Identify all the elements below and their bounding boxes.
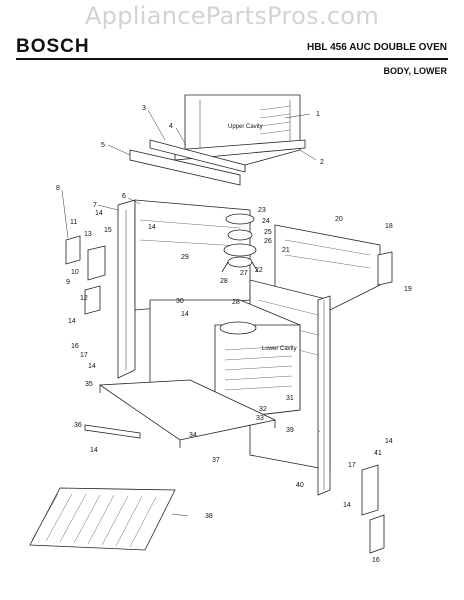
model-title: HBL 456 AUC DOUBLE OVEN	[306, 42, 447, 53]
body-side-wall	[134, 199, 251, 311]
callout-32: 32	[259, 406, 267, 413]
callout-21: 21	[282, 247, 290, 254]
callout-39: 39	[286, 427, 294, 434]
callout-1: 1	[316, 111, 320, 118]
callout-35: 35	[85, 381, 93, 388]
callout-6: 6	[122, 193, 126, 200]
callout-33: 33	[256, 415, 264, 422]
callout-13: 13	[84, 231, 92, 238]
bottom-pan	[98, 379, 277, 448]
callout-16b: 16	[372, 557, 380, 564]
callout-12: 12	[80, 295, 88, 302]
callout-27: 27	[240, 270, 248, 277]
callout-14a: 14	[95, 210, 103, 217]
callout-36: 36	[74, 422, 82, 429]
callout-2: 2	[320, 159, 324, 166]
callout-37: 37	[212, 457, 220, 464]
callout-4: 4	[169, 123, 173, 130]
callout-29: 29	[181, 254, 189, 261]
watermark: AppliancePartsPros.com	[84, 2, 380, 30]
callout-14d: 14	[181, 311, 189, 318]
callout-14e: 14	[88, 363, 96, 370]
callout-18: 18	[385, 223, 393, 230]
callout-15: 15	[104, 227, 112, 234]
callout-7: 7	[93, 202, 97, 209]
rear-wall-panel	[274, 224, 381, 311]
callout-14g: 14	[385, 438, 393, 445]
brand-logo: BOSCH	[16, 36, 90, 57]
callout-20: 20	[335, 216, 343, 223]
callout-40: 40	[296, 482, 304, 489]
callout-41: 41	[374, 450, 382, 457]
callout-34: 34	[189, 432, 197, 439]
callout-9: 9	[66, 279, 70, 286]
callout-28b: 28	[232, 299, 240, 306]
callout-14c: 14	[68, 318, 76, 325]
callout-31: 31	[286, 395, 294, 402]
section-title: BODY, LOWER	[383, 66, 447, 76]
fan-assembly	[221, 213, 259, 273]
callout-17b: 17	[348, 462, 356, 469]
callout-10: 10	[71, 269, 79, 276]
left-bracket-group	[65, 235, 106, 315]
callout-23: 23	[258, 207, 266, 214]
vent-trim-strip	[129, 139, 246, 186]
callout-labels: 1 2 3 4 5 6 7 8 9 10 11 12 13 14 14 14 1…	[56, 105, 412, 564]
callout-17a: 17	[80, 352, 88, 359]
callout-8: 8	[56, 185, 60, 192]
callout-14h: 14	[343, 502, 351, 509]
side-trim-strip	[317, 295, 331, 496]
leader-lines	[61, 109, 321, 517]
callout-19: 19	[404, 286, 412, 293]
callout-26: 26	[264, 238, 272, 245]
callout-14b: 14	[148, 224, 156, 231]
callout-11: 11	[70, 219, 77, 226]
callout-16a: 16	[71, 343, 79, 350]
callout-22: 22	[255, 267, 263, 274]
hinge-bracket	[369, 514, 385, 554]
left-side-rail	[117, 199, 136, 379]
callout-28a: 28	[220, 278, 228, 285]
callout-30: 30	[176, 298, 184, 305]
callout-14f: 14	[90, 447, 98, 454]
callout-3: 3	[142, 105, 146, 112]
callout-38: 38	[205, 513, 213, 520]
side-bracket	[361, 464, 379, 516]
header-rule	[16, 58, 448, 60]
lower-cavity-label: Lower Cavity	[262, 346, 297, 352]
front-trim-strip	[84, 424, 141, 439]
callout-25: 25	[264, 229, 272, 236]
upper-cavity-label: Upper Cavity	[228, 124, 263, 130]
oven-rack	[29, 487, 176, 551]
rear-bracket	[377, 251, 393, 286]
callout-5: 5	[101, 142, 105, 149]
callout-24: 24	[262, 218, 270, 225]
